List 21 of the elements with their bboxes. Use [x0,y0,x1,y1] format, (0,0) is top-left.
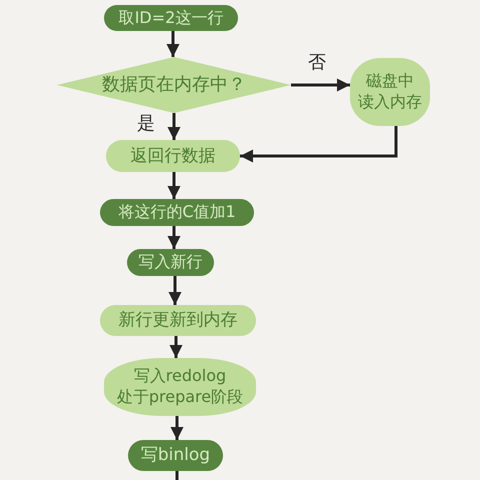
arrow [168,172,180,199]
process-box: 写binlog [128,440,223,471]
arrow [170,336,182,358]
arrow [166,31,180,57]
connector-line [176,471,178,480]
arrow [291,78,350,92]
arrow [168,113,180,140]
process-box: 磁盘中读入内存 [350,58,430,126]
process-box: 新行更新到内存 [100,305,256,336]
decision-diamond: 数据页在内存中？ [57,57,291,113]
process-box: 返回行数据 [106,140,240,172]
edge-label: 否 [308,54,326,72]
process-box: 写入新行 [127,249,214,276]
arrow [240,126,398,162]
arrow [168,276,182,305]
edge-label: 是 [137,115,155,133]
process-box: 写入redolog处于prepare阶段 [104,358,256,416]
arrow [168,226,180,249]
arrow [170,416,184,440]
process-box: 将这行的C值加1 [100,199,254,226]
process-box: 取ID=2这一行 [104,5,238,31]
